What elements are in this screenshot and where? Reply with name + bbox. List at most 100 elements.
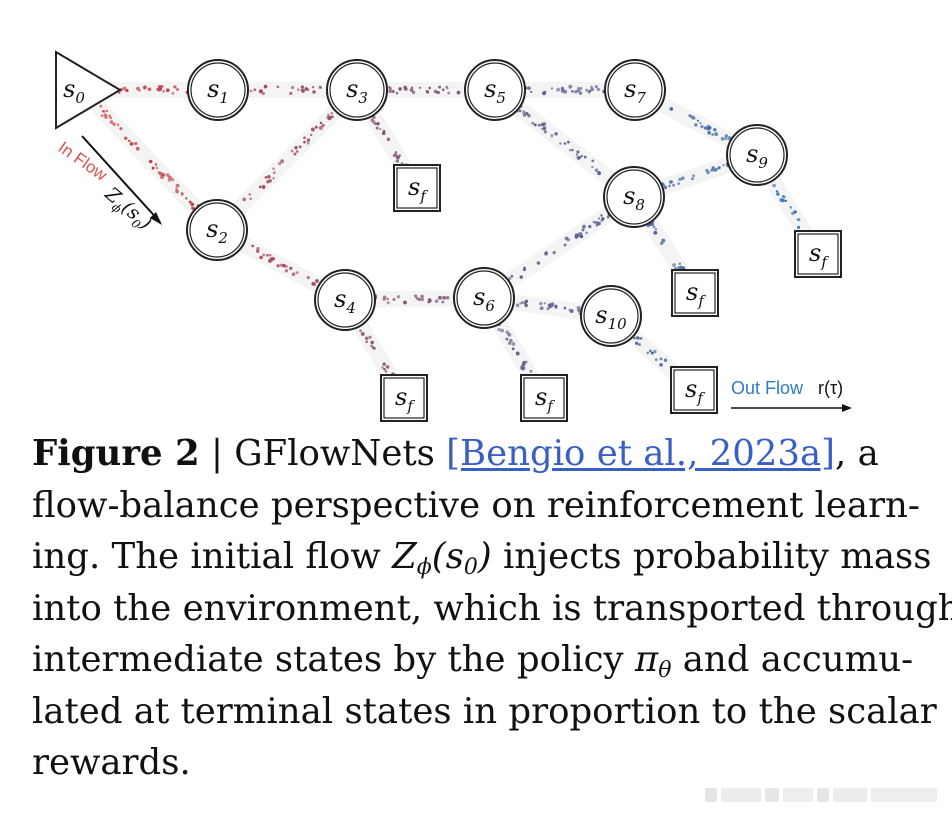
flow-particle xyxy=(635,336,640,340)
flow-particle xyxy=(711,166,715,170)
flow-particle xyxy=(577,232,582,236)
flow-particle xyxy=(591,159,595,163)
flow-particle xyxy=(276,264,280,268)
flow-particle xyxy=(668,184,671,188)
state-circle xyxy=(603,166,665,228)
flow-particle xyxy=(371,346,375,349)
flow-particle xyxy=(303,136,306,140)
flow-particle xyxy=(154,163,158,166)
figure-label: Figure 2 xyxy=(32,433,200,474)
node-sf_d: sf xyxy=(670,366,718,414)
node-sf_b: sf xyxy=(671,269,719,317)
flow-particle xyxy=(722,164,725,167)
flow-particle xyxy=(638,343,641,347)
flow-particle xyxy=(147,87,152,92)
flow-particle xyxy=(588,224,592,229)
flow-particle xyxy=(577,87,580,90)
terminal-box xyxy=(380,374,428,422)
flow-particle xyxy=(597,217,601,220)
flow-particle xyxy=(142,85,147,90)
flow-particle xyxy=(253,88,257,92)
flow-particle xyxy=(148,159,153,164)
terminal-box xyxy=(520,374,568,422)
state-circle-inner xyxy=(189,202,245,258)
flow-particle xyxy=(571,148,574,152)
flow-particle xyxy=(359,329,363,333)
flow-particle xyxy=(276,85,280,89)
flow-particle xyxy=(386,297,389,301)
flow-particle xyxy=(269,254,272,257)
node-label: sf xyxy=(395,383,415,415)
flow-particle xyxy=(326,115,330,120)
flow-particle xyxy=(395,91,399,95)
flow-particle xyxy=(162,89,165,93)
flow-particle xyxy=(588,89,592,93)
flow-particle xyxy=(595,224,598,227)
flow-particle xyxy=(441,88,445,91)
flow-particle xyxy=(550,302,555,307)
flow-particle xyxy=(579,234,584,239)
caption-text: injects probability mass xyxy=(491,536,932,577)
flow-particle xyxy=(539,306,544,311)
terminal-box xyxy=(670,366,718,414)
math-sub-theta: θ xyxy=(658,658,672,684)
flow-particle xyxy=(550,134,554,138)
flow-particle xyxy=(594,168,599,172)
flow-particle xyxy=(368,335,372,339)
flow-particle xyxy=(291,86,295,90)
flow-particle xyxy=(256,247,260,251)
flow-particle xyxy=(578,91,583,95)
flow-particle xyxy=(544,252,547,255)
flow-particle xyxy=(571,310,574,313)
flow-particle xyxy=(176,88,179,91)
flow-particle xyxy=(386,137,391,142)
flow-particle xyxy=(708,126,712,130)
flow-particle xyxy=(437,91,441,94)
flow-particle xyxy=(108,114,111,117)
caption-line-1: Figure 2 | GFlowNets [Bengio et al., 202… xyxy=(32,428,918,480)
flow-particle xyxy=(579,87,583,90)
node-label: s10 xyxy=(595,301,627,333)
state-circle-inner xyxy=(190,62,246,118)
terminal-box-inner xyxy=(396,167,438,209)
flow-particle xyxy=(398,154,402,157)
flow-particle xyxy=(100,114,104,118)
terminal-box xyxy=(794,230,842,278)
flow-particle xyxy=(505,337,509,341)
flow-particle xyxy=(175,183,180,188)
terminal-box-inner xyxy=(674,272,716,314)
flow-particle xyxy=(168,175,172,180)
flow-particle xyxy=(304,87,308,91)
flow-particle xyxy=(563,306,567,310)
flow-particle xyxy=(425,89,429,93)
caption-text: ing. The initial flow xyxy=(32,536,393,577)
flow-particle xyxy=(157,85,162,89)
flow-particle xyxy=(678,262,681,265)
flow-particle xyxy=(385,365,390,369)
flow-particle xyxy=(331,115,334,119)
flow-particle xyxy=(690,115,694,119)
citation-link[interactable]: [Bengio et al., 2023a] xyxy=(446,433,835,474)
flow-particle xyxy=(433,89,438,94)
flow-particle xyxy=(568,149,572,152)
flow-particle xyxy=(775,190,779,193)
flow-particle xyxy=(519,275,523,279)
flow-particle xyxy=(310,127,315,132)
node-label: sf xyxy=(809,239,829,271)
out-flow-arrowhead xyxy=(842,404,852,412)
flow-particle xyxy=(134,141,138,146)
flow-particle xyxy=(574,233,579,238)
flow-particle xyxy=(159,171,163,176)
flow-particle xyxy=(415,296,419,300)
flow-particle xyxy=(411,90,416,94)
caption-title: GFlowNets xyxy=(234,433,447,474)
node-label: s6 xyxy=(473,283,495,315)
node-s10: s10 xyxy=(580,285,642,347)
state-circle-inner xyxy=(606,169,662,225)
flow-particle xyxy=(173,85,177,89)
flow-particle xyxy=(319,121,323,125)
flow-particle xyxy=(392,298,396,301)
flow-particle xyxy=(585,231,588,235)
flow-particle xyxy=(266,180,270,184)
